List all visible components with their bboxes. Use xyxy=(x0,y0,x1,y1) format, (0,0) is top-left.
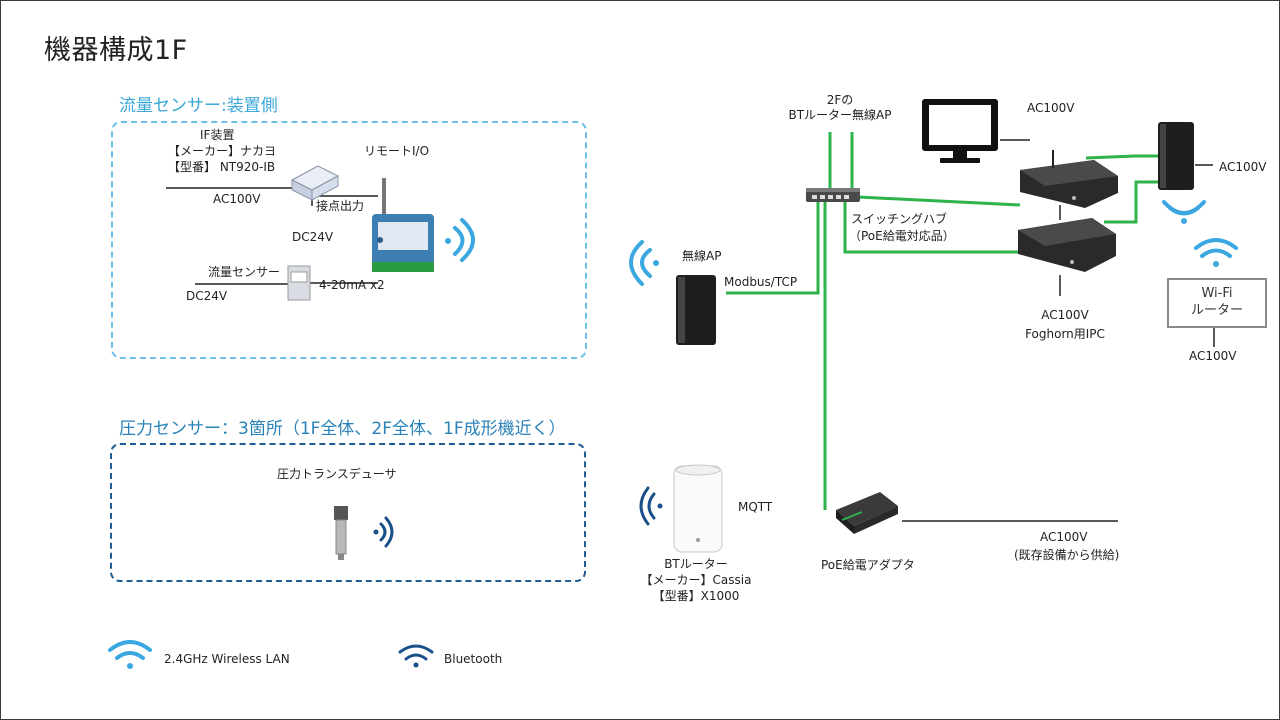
if-device-model: 【型番】 NT920-IB xyxy=(168,160,276,174)
remote-io-label: リモートI/O xyxy=(364,144,430,158)
pressure-section-box xyxy=(110,443,586,582)
remote-io-wifi-signal xyxy=(445,218,475,262)
legend-bluetooth-label: Bluetooth xyxy=(444,652,503,666)
flow-sensor-power-label: DC24V xyxy=(186,289,228,303)
if-device-power-label: AC100V xyxy=(213,192,261,206)
page-title: 機器構成1F xyxy=(44,35,188,66)
power-lines xyxy=(166,139,1215,522)
legend-wifi-icon xyxy=(108,640,152,669)
pressure-section-heading: 圧力センサー：3箇所（1F全体、2F全体、1F成形機近く） xyxy=(119,419,566,439)
poe-adapter-label: PoE給電アダプタ xyxy=(821,558,915,572)
bt-router-signal xyxy=(639,486,663,526)
pressure-transducer-device xyxy=(334,506,348,560)
ipc-unit-top xyxy=(1020,150,1118,208)
if-device-maker: 【メーカー】ナカヨ xyxy=(168,144,277,158)
bt-router-label: BTルーター xyxy=(664,557,728,571)
bt-router-device xyxy=(673,464,723,553)
flow-sensor-device xyxy=(287,265,311,301)
current-signal-label: 4-20mA x2 xyxy=(319,278,385,292)
bt-router-ap-line1: 2Fの xyxy=(826,93,854,107)
bt-router-model: 【型番】X1000 xyxy=(652,589,740,603)
ipc-unit-bottom xyxy=(1018,218,1116,272)
ipc-power-bottom-label: AC100V xyxy=(1041,308,1089,322)
ethernet-lines xyxy=(726,132,1160,510)
switching-hub xyxy=(806,188,860,202)
if-device-title: IF装置 xyxy=(200,128,235,142)
contact-output-label: 接点出力 xyxy=(316,199,365,213)
poe-power-label: AC100V xyxy=(1040,530,1088,544)
wifi-router-power-label: AC100V xyxy=(1189,349,1237,363)
wifi-router-line2: ルーター xyxy=(1190,303,1243,318)
bt-router-ap-line2: BTルーター無線AP xyxy=(788,108,892,122)
flow-sensor-label: 流量センサー xyxy=(208,265,281,279)
ipc-power-top-label: AC100V xyxy=(1027,101,1075,115)
switching-hub-label: スイッチングハブ xyxy=(851,212,948,226)
router-wifi-signal xyxy=(1162,200,1206,224)
flow-section-heading: 流量センサー:装置側 xyxy=(119,96,278,116)
ipc-label: Foghorn用IPC xyxy=(1025,327,1105,341)
router-right xyxy=(1158,122,1194,190)
bt-router-maker: 【メーカー】Cassia xyxy=(640,573,752,587)
wireless-ap-device xyxy=(676,275,716,345)
transducer-bt-signal xyxy=(373,516,394,548)
poe-power-note: (既存設備から供給) xyxy=(1014,548,1120,562)
modbus-label: Modbus/TCP xyxy=(724,275,798,289)
transducer-label: 圧力トランスデューサ xyxy=(277,467,397,481)
legend-wifi-label: 2.4GHz Wireless LAN xyxy=(164,652,290,666)
wifi-router-signal xyxy=(1194,238,1238,267)
switching-hub-note: （PoE給電対応品） xyxy=(849,229,955,243)
mqtt-label: MQTT xyxy=(738,500,773,514)
monitor-icon xyxy=(922,99,998,163)
router-power-label: AC100V xyxy=(1219,160,1267,174)
remote-io-device xyxy=(372,178,434,272)
legend-bluetooth-icon xyxy=(398,644,434,668)
poe-adapter-device xyxy=(836,492,898,534)
wifi-router-box: Wi-Fi ルーター xyxy=(1167,278,1267,328)
wifi-router-line1: Wi-Fi xyxy=(1201,286,1233,301)
if-device xyxy=(290,165,340,201)
flow-section-box xyxy=(111,121,587,359)
remote-io-power-label: DC24V xyxy=(292,230,334,244)
ap-wifi-signal xyxy=(629,240,659,286)
wireless-ap-label: 無線AP xyxy=(682,249,722,263)
